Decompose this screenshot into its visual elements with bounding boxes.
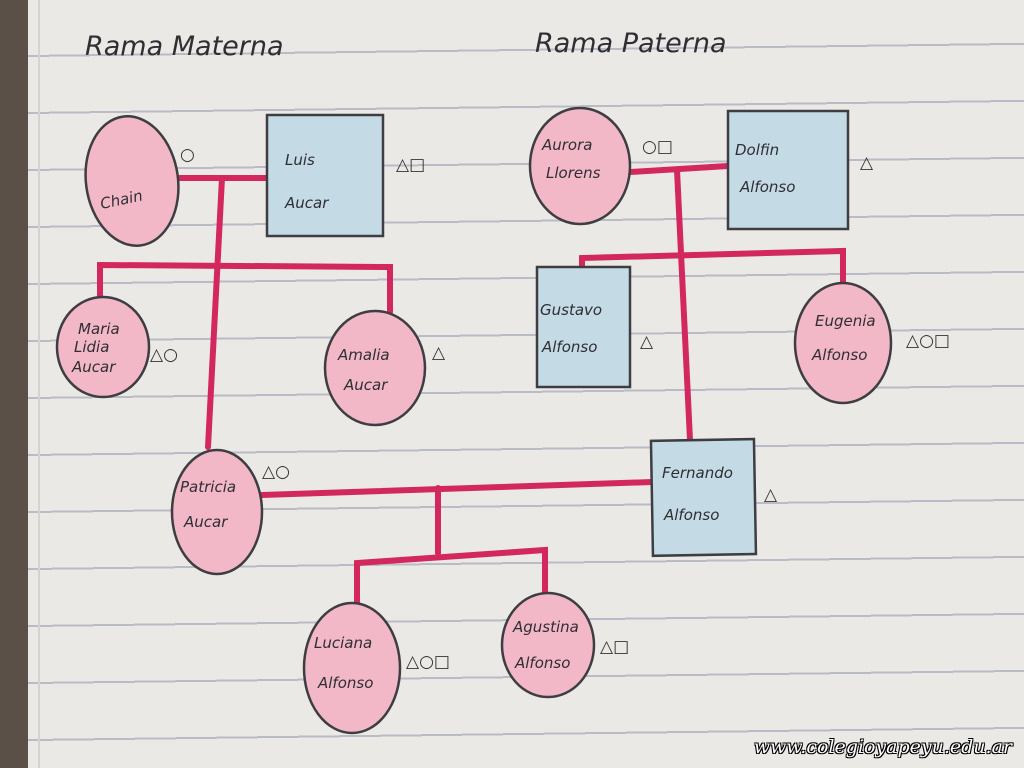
person-gustavo[interactable]: Gustavo Alfonso △: [535, 265, 654, 389]
person-name: Patricia: [180, 478, 236, 496]
trait-markers: △: [640, 332, 654, 352]
person-surname: Aucar: [284, 194, 329, 212]
male-square: [649, 437, 758, 558]
trait-markers: △□: [600, 637, 629, 657]
person-surname: Aucar: [183, 513, 228, 531]
person-name: Luis: [285, 151, 315, 169]
person-surname: Alfonso: [739, 178, 795, 196]
person-name: Luciana: [314, 634, 372, 652]
descent-line-maternal: [205, 175, 225, 450]
trait-markers: △○: [150, 345, 178, 365]
person-surname: Alfonso: [541, 338, 597, 356]
trait-markers: △○□: [906, 331, 950, 351]
person-name: Amalia: [337, 346, 390, 364]
connectors: [97, 163, 846, 608]
person-fernando[interactable]: Fernando Alfonso △: [649, 437, 778, 558]
person-aurora[interactable]: Aurora Llorens ○□: [528, 106, 673, 226]
couple-line-patricia-fernando: [259, 479, 655, 498]
person-patricia[interactable]: Patricia Aucar △○: [170, 448, 290, 576]
person-eugenia[interactable]: Eugenia Alfonso △○□: [793, 281, 950, 405]
person-surname: Alfonso: [317, 674, 373, 692]
male-square: [726, 109, 850, 231]
person-surname: Aucar: [343, 376, 388, 394]
female-circle: [500, 591, 596, 699]
sibling-line-paternal: [579, 247, 846, 285]
page-margin: [38, 0, 40, 768]
female-circle: [528, 106, 632, 226]
male-square: [265, 113, 385, 238]
person-luis[interactable]: Luis Aucar △□: [265, 113, 425, 238]
person-dolfin[interactable]: Dolfin Alfonso △: [726, 109, 874, 231]
person-surname: Alfonso: [514, 654, 570, 672]
trait-markers: ○: [180, 145, 195, 165]
person-surname: Alfonso: [663, 506, 719, 524]
female-circle: [55, 295, 151, 399]
trait-markers: △: [432, 343, 446, 363]
person-amalia[interactable]: Amalia Aucar △: [323, 309, 446, 427]
person-name: Dolfin: [735, 141, 779, 159]
person-maria-lidia[interactable]: Maria Lidia Aucar △○: [55, 295, 178, 399]
maternal-branch-title: Rama Materna: [85, 31, 284, 62]
sibling-line-maternal: [97, 261, 393, 315]
person-luciana[interactable]: Luciana Alfonso △○□: [302, 601, 450, 735]
female-circle: [793, 281, 893, 405]
female-circle: [170, 448, 264, 576]
person-name: Eugenia: [815, 312, 876, 330]
trait-markers: △: [860, 153, 874, 173]
descent-line-paternal: [674, 167, 693, 443]
trait-markers: △: [764, 485, 778, 505]
person-name: Maria: [78, 320, 120, 338]
trait-markers: △○□: [406, 652, 450, 672]
paternal-branch-title: Rama Paterna: [535, 28, 727, 59]
trait-markers: ○□: [642, 137, 673, 157]
person-surname: Aucar: [71, 358, 116, 376]
person-name: Gustavo: [540, 301, 602, 319]
trait-markers: △○: [262, 462, 290, 482]
person-surname: Llorens: [546, 164, 601, 182]
person-surname: Alfonso: [811, 346, 867, 364]
person-middle-name: Lidia: [74, 338, 109, 356]
female-circle: [323, 309, 427, 427]
female-circle: [302, 601, 402, 735]
person-agustina[interactable]: Agustina Alfonso △□: [500, 591, 629, 699]
person-chain[interactable]: Chain ○: [77, 110, 195, 252]
trait-markers: △□: [396, 155, 425, 175]
female-circle: [84, 115, 180, 247]
person-name: Agustina: [512, 618, 579, 636]
male-square: [535, 265, 632, 389]
person-name: Aurora: [541, 136, 592, 154]
watermark: www.colegioyapeyu.edu.ar: [753, 736, 1012, 758]
person-name: Fernando: [662, 464, 733, 482]
sibling-line-children: [354, 546, 548, 608]
